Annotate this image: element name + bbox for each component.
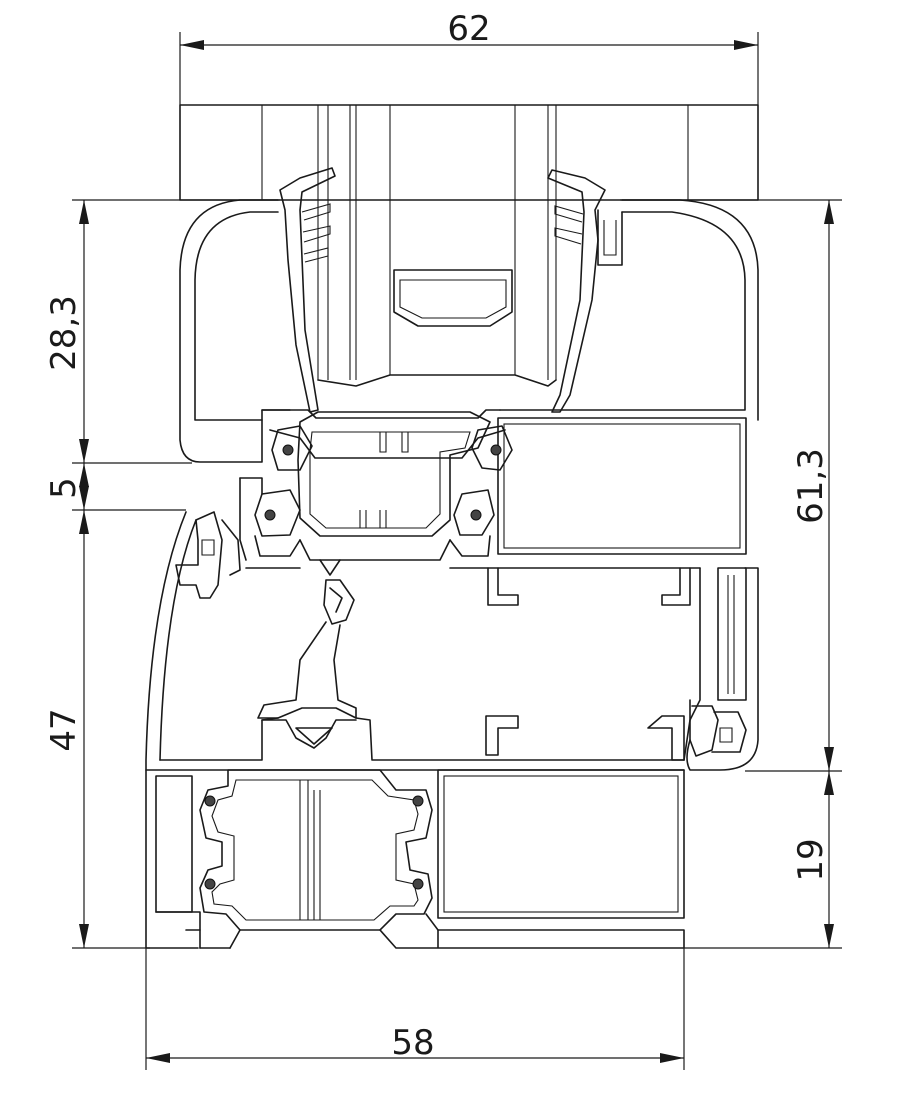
frame-lower-profile [145,511,759,949]
dim-label-right-upper: 61,3 [791,448,831,524]
spacer-bar [393,269,513,327]
dim-label-top-width: 62 [447,9,490,49]
dim-label-right-lower: 19 [791,838,831,881]
dim-label-bottom-width: 58 [391,1023,434,1063]
dim-label-left-gap: 5 [44,477,84,499]
glazing-gasket-left [279,167,336,413]
thermal-break-upper [254,411,513,557]
dim-label-left-upper: 28,3 [44,295,84,371]
glazing-gasket-right [547,169,606,413]
sash-upper-profile [179,199,759,555]
glazing-unit [179,104,759,387]
dim-label-left-lower: 47 [44,708,84,751]
thermal-break-lower [155,719,685,949]
sash-frame-connection [239,477,451,719]
dimension-bottom-width: 58 [145,948,685,1070]
dimension-top-width: 62 [179,9,759,105]
dimension-left-side: 28,3 5 47 [44,199,280,949]
dimension-right-side: 61,3 19 [620,199,842,949]
